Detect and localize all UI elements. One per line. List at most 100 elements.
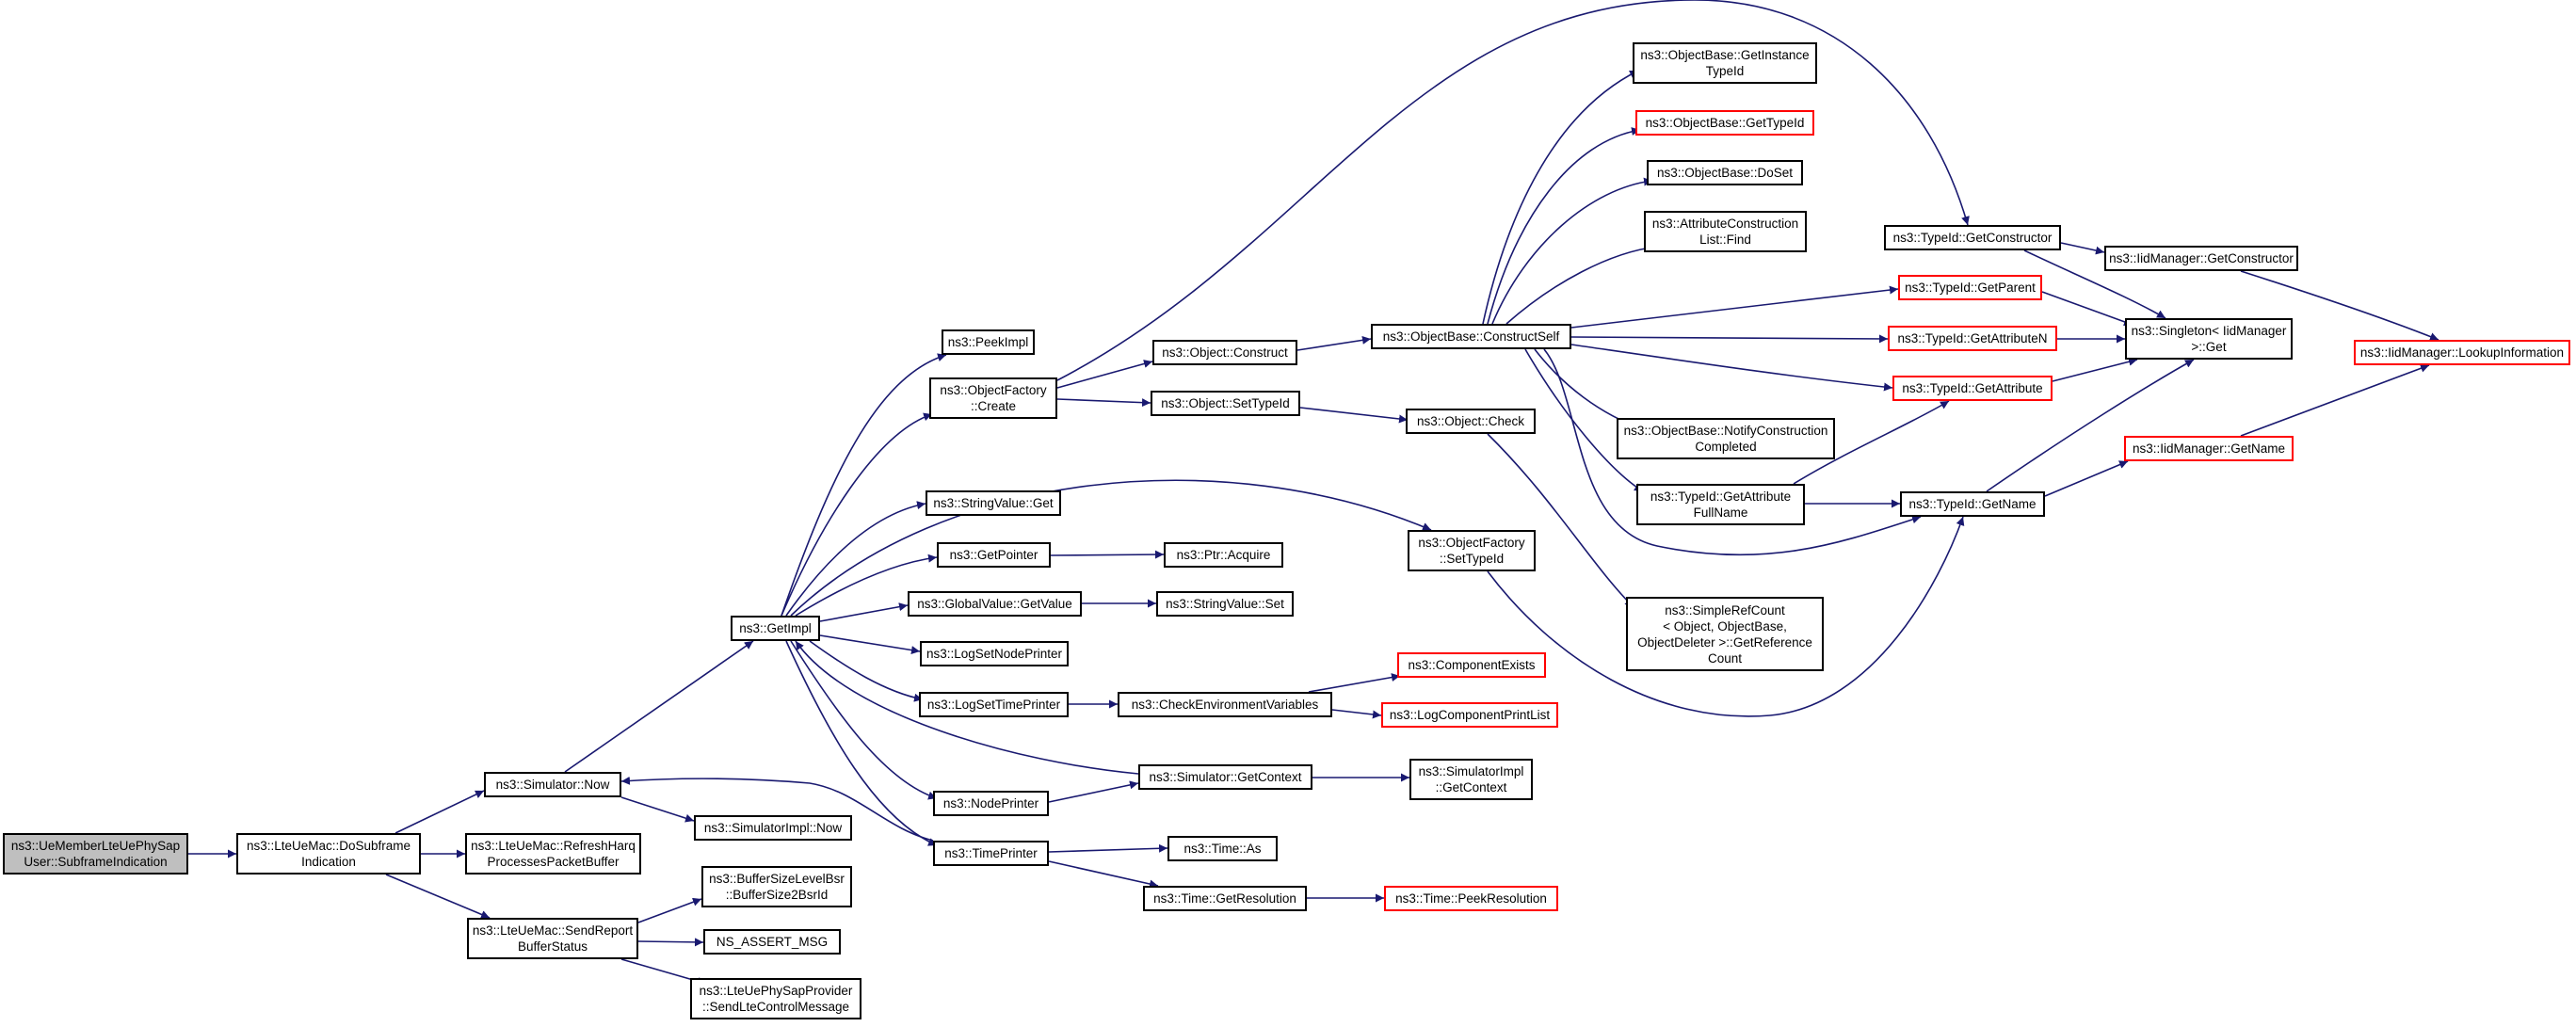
edge-simgetcontext-getimpl [795,640,1139,775]
node-get-impl[interactable]: ns3::GetImpl [731,616,820,641]
node-string-value-get[interactable]: ns3::StringValue::Get [926,490,1061,516]
edge-typeidgetconstructor-singleton [2023,249,2166,319]
node-type-id-get-parent[interactable]: ns3::TypeId::GetParent [1898,275,2042,300]
node-send-report-buffer-status[interactable]: ns3::LteUeMac::SendReport BufferStatus [467,918,638,959]
edge-typeidgetconstructor-iidgetconstructor [2060,242,2105,255]
edge-getimpl-logtimeprinter [809,640,924,702]
edge-getimpl-peekimpl [781,353,947,617]
edge-checkenv-logcomponentprint [1331,709,1382,719]
edge-getimpl-stringvalueget [785,501,926,617]
edge-iidgetconstructor-iidlookup [2240,270,2439,341]
edge-nodeprinter-simgetcontext [1048,780,1139,803]
node-buffersize2bsrid[interactable]: ns3::BufferSizeLevelBsr ::BufferSize2Bsr… [701,866,852,907]
node-type-id-get-constructor[interactable]: ns3::TypeId::GetConstructor [1884,225,2061,250]
node-iid-manager-lookup-information[interactable]: ns3::IidManager::LookupInformation [2354,340,2570,365]
edge-typeidgetname-iidgetname [2044,460,2129,497]
edge-typeidgetparent-singleton [2041,291,2133,327]
node-subframe-indication[interactable]: ns3::UeMemberLteUePhySap User::SubframeI… [3,833,188,875]
node-time-get-resolution[interactable]: ns3::Time::GetResolution [1143,886,1307,911]
edge-objbaseconstruct-typeidgetattrfull [1524,348,1644,492]
node-simple-ref-count[interactable]: ns3::SimpleRefCount < Object, ObjectBase… [1626,597,1824,671]
node-string-value-set[interactable]: ns3::StringValue::Set [1156,591,1294,617]
edge-objfactorycreate-typeidgetconstructor [1056,0,1970,381]
node-get-pointer[interactable]: ns3::GetPointer [937,542,1051,568]
node-object-factory-create[interactable]: ns3::ObjectFactory ::Create [929,377,1057,419]
node-simulator-now[interactable]: ns3::Simulator::Now [484,772,621,797]
edge-getimpl-lognodeprinter [819,634,921,655]
node-log-component-print-list[interactable]: ns3::LogComponentPrintList [1381,702,1558,728]
edge-objfactorycreate-objsettypeid [1056,398,1151,408]
edge-typeidgetname-singleton [1986,359,2195,492]
node-check-environment-variables[interactable]: ns3::CheckEnvironmentVariables [1118,692,1332,717]
node-type-id-get-name[interactable]: ns3::TypeId::GetName [1900,491,2045,517]
node-type-id-get-attribute-full-name[interactable]: ns3::TypeId::GetAttribute FullName [1636,484,1805,525]
node-attribute-construction-list-find[interactable]: ns3::AttributeConstruction List::Find [1644,211,1807,252]
node-object-base-notify-construction-completed[interactable]: ns3::ObjectBase::NotifyConstruction Comp… [1617,418,1835,459]
edge-timeprinter-timeas [1048,843,1168,853]
edge-getimpl-timeprinter [785,640,938,846]
node-simulatorimpl-now[interactable]: ns3::SimulatorImpl::Now [694,815,852,841]
edge-objbaseconstruct-doset [1491,177,1653,325]
node-send-lte-control-message[interactable]: ns3::LteUePhySapProvider ::SendLteContro… [690,978,861,1019]
node-log-set-node-printer[interactable]: ns3::LogSetNodePrinter [920,641,1069,666]
edge-objbaseconstruct-attrconstruction [1505,243,1658,325]
node-iid-manager-get-constructor[interactable]: ns3::IidManager::GetConstructor [2104,246,2298,271]
edge-typeidgetattrfull-typeidgetattr [1793,400,1950,485]
node-type-id-get-attribute-n[interactable]: ns3::TypeId::GetAttributeN [1888,326,2057,351]
node-ptr-acquire[interactable]: ns3::Ptr::Acquire [1164,542,1283,568]
edge-getimpl-objfactorycreate [781,412,933,617]
node-time-printer[interactable]: ns3::TimePrinter [933,841,1049,866]
edge-objbaseconstruct-typeidgetparent [1570,285,1899,329]
edge-dosubframe-simnow [394,790,485,834]
node-iid-manager-get-name[interactable]: ns3::IidManager::GetName [2124,436,2294,461]
node-object-base-get-type-id[interactable]: ns3::ObjectBase::GetTypeId [1635,110,1814,136]
node-time-peek-resolution[interactable]: ns3::Time::PeekResolution [1384,886,1558,911]
node-type-id-get-attribute[interactable]: ns3::TypeId::GetAttribute [1892,376,2053,401]
edge-objbaseconstruct-typeidgetattrn [1570,334,1889,344]
edge-timeprinter-simnow [620,776,934,842]
node-refresh-harq[interactable]: ns3::LteUeMac::RefreshHarq ProcessesPack… [465,833,641,875]
node-log-set-time-printer[interactable]: ns3::LogSetTimePrinter [919,692,1069,717]
node-object-base-get-instance-type-id[interactable]: ns3::ObjectBase::GetInstance TypeId [1633,42,1817,84]
edge-getimpl-globalvalue [819,602,909,622]
node-node-printer[interactable]: ns3::NodePrinter [933,791,1049,816]
edge-objfactorysettypeid-typeidgetname [1487,516,1965,717]
edge-getpointer-ptracquire [1050,550,1165,559]
edge-simnow-getimpl [564,640,754,773]
node-singleton-iid-manager-get[interactable]: ns3::Singleton< IidManager >::Get [2125,318,2293,360]
edge-objbaseconstruct-typeidgetname [1543,348,1922,556]
node-object-check[interactable]: ns3::Object::Check [1406,409,1536,434]
edge-typeidgetattr-singleton [2052,357,2138,382]
edge-simnow-simimplnow [620,796,695,823]
node-simulator-impl-get-context[interactable]: ns3::SimulatorImpl ::GetContext [1409,759,1533,800]
node-object-base-construct-self[interactable]: ns3::ObjectBase::ConstructSelf [1371,324,1571,349]
edge-checkenv-componentexists [1308,673,1401,693]
node-do-subframe-indication[interactable]: ns3::LteUeMac::DoSubframe Indication [236,833,421,875]
node-object-factory-set-type-id[interactable]: ns3::ObjectFactory ::SetTypeId [1408,530,1536,571]
edge-objconstruct-objbaseconstruct [1296,335,1372,351]
edge-getimpl-getpointer [795,554,938,617]
edge-objcheck-simplerefcount [1487,433,1634,608]
edge-dosubframe-sendreport [385,874,491,919]
edge-objbaseconstruct-gettypeid [1487,127,1641,325]
edge-getimpl-objfactorysettypeid [790,479,1432,617]
edge-getimpl-nodeprinter [790,640,938,800]
node-object-construct[interactable]: ns3::Object::Construct [1152,340,1297,365]
node-simulator-get-context[interactable]: ns3::Simulator::GetContext [1138,764,1312,790]
node-peek-impl[interactable]: ns3::PeekImpl [942,329,1035,355]
edge-objsettypeid-objcheck [1299,407,1409,424]
edge-objbaseconstruct-getinstance [1482,70,1639,325]
node-object-set-type-id[interactable]: ns3::Object::SetTypeId [1151,391,1300,416]
node-component-exists[interactable]: ns3::ComponentExists [1397,652,1546,678]
node-ns-assert-msg[interactable]: NS_ASSERT_MSG [703,929,841,955]
node-time-as[interactable]: ns3::Time::As [1167,836,1278,861]
node-global-value-get-value[interactable]: ns3::GlobalValue::GetValue [908,591,1082,617]
edge-iidgetname-iidlookup [2240,363,2430,437]
edge-timeprinter-timegetres [1048,860,1159,889]
edge-objbaseconstruct-typeidgetattr [1570,344,1893,392]
edge-objfactorycreate-objconstruct [1056,360,1153,389]
node-object-base-do-set[interactable]: ns3::ObjectBase::DoSet [1647,160,1803,185]
edge-sendreport-nsassert [637,938,704,947]
